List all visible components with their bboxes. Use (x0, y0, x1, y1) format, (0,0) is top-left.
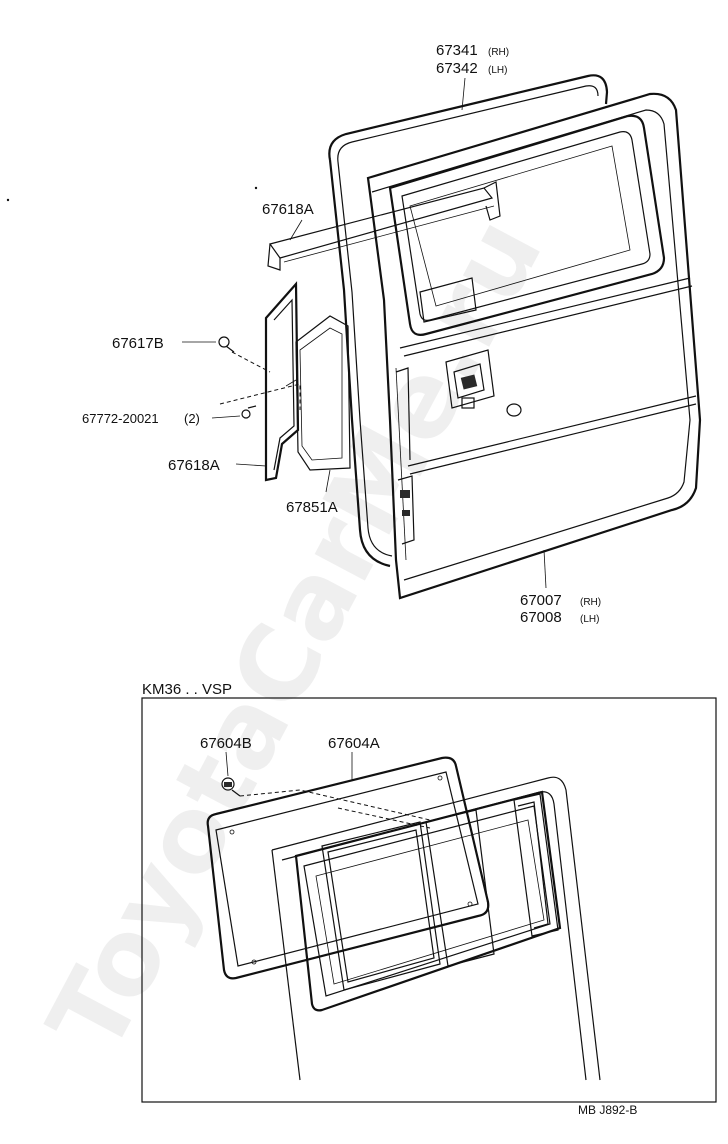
trim-parts (218, 281, 351, 482)
weatherstrip (328, 74, 609, 568)
label-67851a: 67851A (286, 499, 338, 516)
inset-title: KM36 . . VSP (142, 681, 232, 698)
label-67007: 67007 (520, 592, 562, 609)
label-67618a-upper: 67618A (262, 201, 314, 218)
label-67341-side: (RH) (488, 47, 509, 58)
label-67342-side: (LH) (488, 65, 507, 76)
label-67772-qty: (2) (184, 411, 200, 426)
label-67007-side: (RH) (580, 597, 601, 608)
stray-dot (6, 198, 10, 202)
label-67008: 67008 (520, 609, 562, 626)
door-panel (267, 92, 702, 600)
label-67772: 67772-20021 (82, 411, 159, 426)
label-67604a: 67604A (328, 735, 380, 752)
inset-frame (141, 697, 717, 1103)
inset-drawing (206, 756, 601, 1081)
figure-code: MB J892-B (578, 1103, 637, 1117)
watermark: ToyotaCarMe.ru (24, 198, 566, 1071)
label-67604b: 67604B (200, 735, 252, 752)
label-67618a-lower: 67618A (168, 457, 220, 474)
leader-lines (182, 77, 547, 589)
stray-dot (254, 186, 258, 190)
label-67008-side: (LH) (580, 614, 599, 625)
label-67342: 67342 (436, 60, 478, 77)
label-67341: 67341 (436, 42, 478, 59)
label-67617b: 67617B (112, 335, 164, 352)
inset-leaders (225, 751, 353, 780)
